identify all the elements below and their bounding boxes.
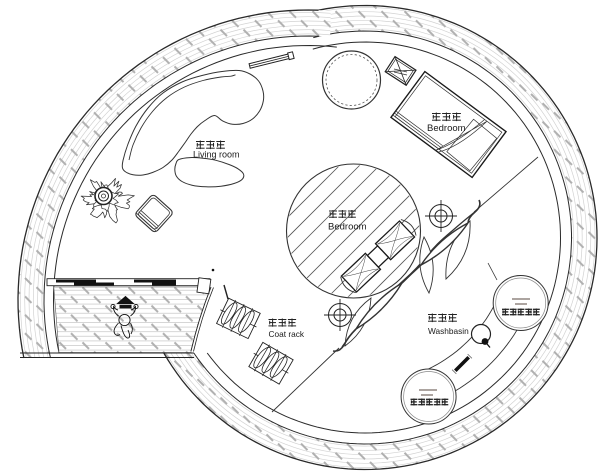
- svg-text:Bedroom: Bedroom: [427, 123, 466, 134]
- svg-text:Bedroom: Bedroom: [328, 222, 367, 233]
- svg-text:Washbasin: Washbasin: [428, 326, 469, 336]
- svg-text:Living room: Living room: [193, 150, 240, 160]
- svg-text:Coat rack: Coat rack: [269, 329, 305, 339]
